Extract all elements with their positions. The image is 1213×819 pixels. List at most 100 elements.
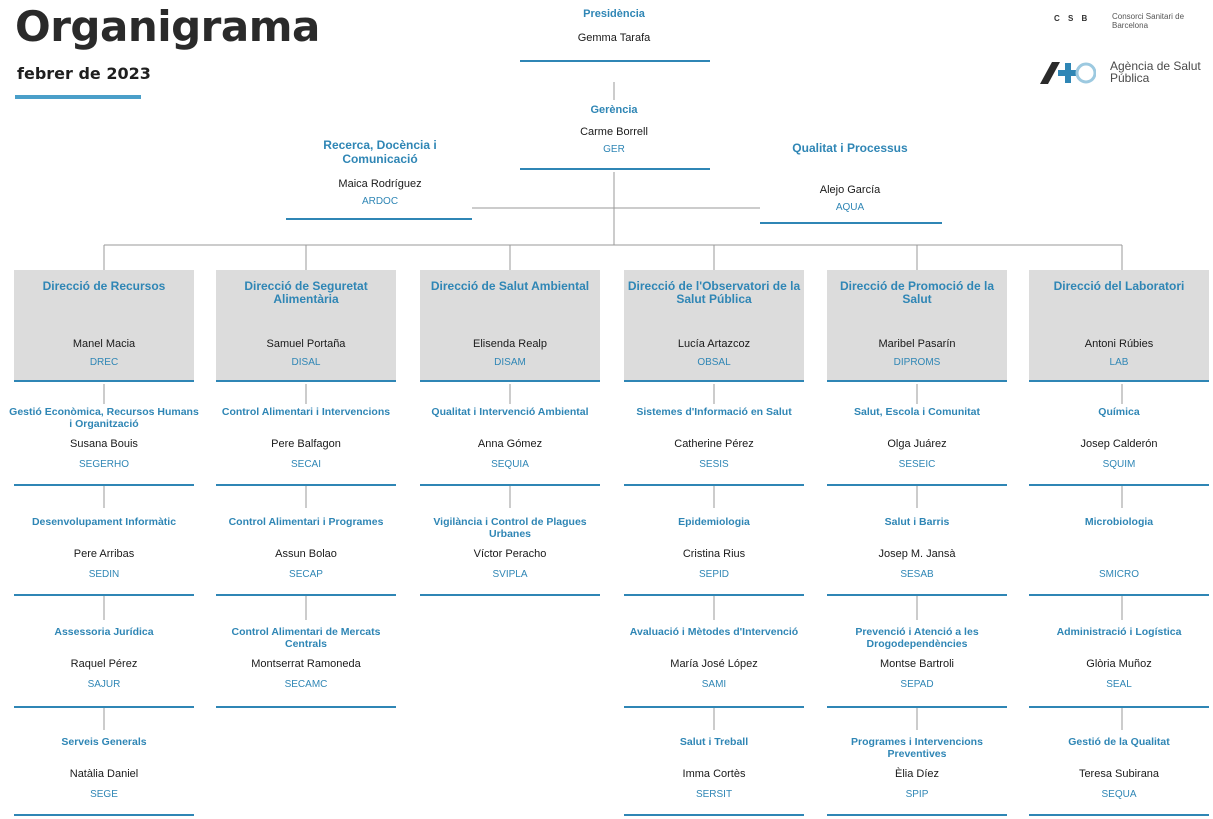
service-unit: Química Josep Calderón SQUIM	[1023, 406, 1213, 471]
unit-rule	[1029, 706, 1209, 708]
service-person: Pere Balfagon	[271, 438, 341, 450]
direction-person: Samuel Portaña	[266, 338, 346, 350]
direction-person: Lucía Artazcoz	[677, 338, 751, 350]
unit-rule	[216, 484, 396, 486]
page-title: Organigrama	[15, 2, 320, 51]
direction-box: Direcció de Promoció de la Salut Maribel…	[827, 270, 1007, 380]
unit-aqua: Qualitat i Processus Alejo García AQUA	[760, 142, 940, 214]
unit-code: GER	[603, 144, 625, 155]
service-unit: Sistemes d'Informació en Salut Catherine…	[618, 406, 810, 471]
page-date: febrer de 2023	[17, 64, 151, 83]
direction-name: Direcció de Salut Ambiental	[430, 279, 590, 293]
service-unit: Programes i Intervencions Preventives Èl…	[821, 736, 1013, 801]
unit-rule	[1029, 814, 1209, 816]
service-name: Control Alimentari de Mercats Centrals	[231, 626, 381, 650]
unit-rule	[420, 380, 600, 382]
direction-name: Direcció de Promoció de la Salut	[839, 279, 995, 306]
unit-person: Carme Borrell	[580, 126, 648, 138]
unit-gerencia: Gerència Carme Borrell GER	[514, 104, 714, 156]
service-person: Raquel Pérez	[70, 658, 138, 670]
service-unit: Gestió de la Qualitat Teresa Subirana SE…	[1023, 736, 1213, 801]
service-unit: Vigilància i Control de Plagues Urbanes …	[414, 516, 606, 581]
service-unit: Control Alimentari i Intervencions Pere …	[210, 406, 402, 471]
service-unit: Qualitat i Intervenció Ambiental Anna Gó…	[414, 406, 606, 471]
service-name: Salut i Treball	[679, 736, 749, 748]
service-code: SEPID	[698, 569, 729, 580]
service-person: Glòria Muñoz	[1086, 658, 1152, 670]
service-name: Salut i Barris	[884, 516, 950, 528]
service-code: SESIS	[699, 459, 729, 470]
service-person: Catherine Pérez	[674, 438, 754, 450]
service-person	[1023, 548, 1213, 561]
service-code: SERSIT	[695, 789, 733, 800]
direction-person: Elisenda Realp	[473, 338, 547, 350]
direction-person: Antoni Rúbies	[1084, 338, 1154, 350]
service-unit: Microbiologia SMICRO	[1023, 516, 1213, 581]
direction-name: Direcció de Seguretat Alimentària	[244, 279, 368, 306]
service-code: SEPAD	[900, 679, 934, 690]
unit-rule	[286, 218, 472, 220]
service-name: Microbiologia	[1084, 516, 1154, 528]
unit-ardoc: Recerca, Docència i Comunicació Maica Ro…	[290, 138, 470, 208]
direction-name: Direcció de Recursos	[42, 279, 166, 293]
service-name: Epidemiologia	[678, 516, 750, 528]
unit-rule	[827, 594, 1007, 596]
service-unit: Salut i Barris Josep M. Jansà SESAB	[821, 516, 1013, 581]
service-name: Sistemes d'Informació en Salut	[636, 406, 792, 418]
direction-box: Direcció de Recursos Manel Macia DREC	[14, 270, 194, 380]
direction-name: Direcció de l'Observatori de la Salut Pú…	[627, 279, 801, 306]
service-person: Montserrat Ramoneda	[251, 658, 361, 670]
service-name: Control Alimentari i Intervencions	[221, 406, 391, 418]
direction-box: Direcció del Laboratori Antoni Rúbies LA…	[1029, 270, 1209, 380]
service-unit: Prevenció i Atenció a les Drogodependènc…	[821, 626, 1013, 691]
service-code: SVIPLA	[492, 569, 528, 580]
service-person: Pere Arribas	[73, 548, 135, 560]
service-unit: Desenvolupament Informàtic Pere Arribas …	[8, 516, 200, 581]
service-unit: Serveis Generals Natàlia Daniel SEGE	[8, 736, 200, 801]
service-person: Teresa Subirana	[1078, 768, 1160, 780]
service-code: SEGE	[90, 789, 118, 800]
service-name: Administració i Logística	[1056, 626, 1182, 638]
unit-rule	[760, 222, 942, 224]
service-code: SECAP	[289, 569, 323, 580]
service-person: Josep Calderón	[1080, 438, 1158, 450]
service-code: SEQUA	[1101, 789, 1137, 800]
csb-name: Consorci Sanitari de Barcelona	[1112, 12, 1185, 30]
service-code: SQUIM	[1102, 459, 1136, 470]
service-code: SESAB	[900, 569, 934, 580]
unit-rule	[216, 594, 396, 596]
unit-rule	[827, 706, 1007, 708]
service-unit: Control Alimentari de Mercats Centrals M…	[210, 626, 402, 691]
service-unit: Gestió Econòmica, Recursos Humans i Orga…	[8, 406, 200, 471]
service-person: Olga Juárez	[887, 438, 947, 450]
service-person: Montse Bartroli	[880, 658, 954, 670]
unit-rule	[1029, 380, 1209, 382]
unit-code: ARDOC	[361, 196, 399, 207]
service-unit: Salut, Escola i Comunitat Olga Juárez SE…	[821, 406, 1013, 471]
unit-rule	[624, 706, 804, 708]
unit-person: Gemma Tarafa	[577, 32, 651, 44]
direction-code: DISAL	[291, 357, 321, 368]
unit-rule	[14, 706, 194, 708]
service-unit: Administració i Logística Glòria Muñoz S…	[1023, 626, 1213, 691]
unit-rule	[420, 484, 600, 486]
unit-rule	[624, 814, 804, 816]
unit-person: Maica Rodríguez	[338, 178, 422, 190]
service-code: SEQUIA	[491, 459, 529, 470]
service-name: Gestió Econòmica, Recursos Humans i Orga…	[9, 406, 199, 430]
service-unit: Assessoria Jurídica Raquel Pérez SAJUR	[8, 626, 200, 691]
service-code: SAMI	[701, 679, 727, 690]
service-code: SESEIC	[898, 459, 936, 470]
service-person: Anna Gómez	[477, 438, 543, 450]
unit-rule	[827, 484, 1007, 486]
service-person: Josep M. Jansà	[878, 548, 956, 560]
service-name: Serveis Generals	[61, 736, 147, 748]
service-code: SECAI	[290, 459, 321, 470]
unit-rule	[624, 594, 804, 596]
direction-box: Direcció de Salut Ambiental Elisenda Rea…	[420, 270, 600, 380]
service-person: Natàlia Daniel	[69, 768, 139, 780]
service-name: Vigilància i Control de Plagues Urbanes	[433, 516, 587, 540]
direction-code: DISAM	[494, 357, 526, 368]
unit-rule	[14, 594, 194, 596]
